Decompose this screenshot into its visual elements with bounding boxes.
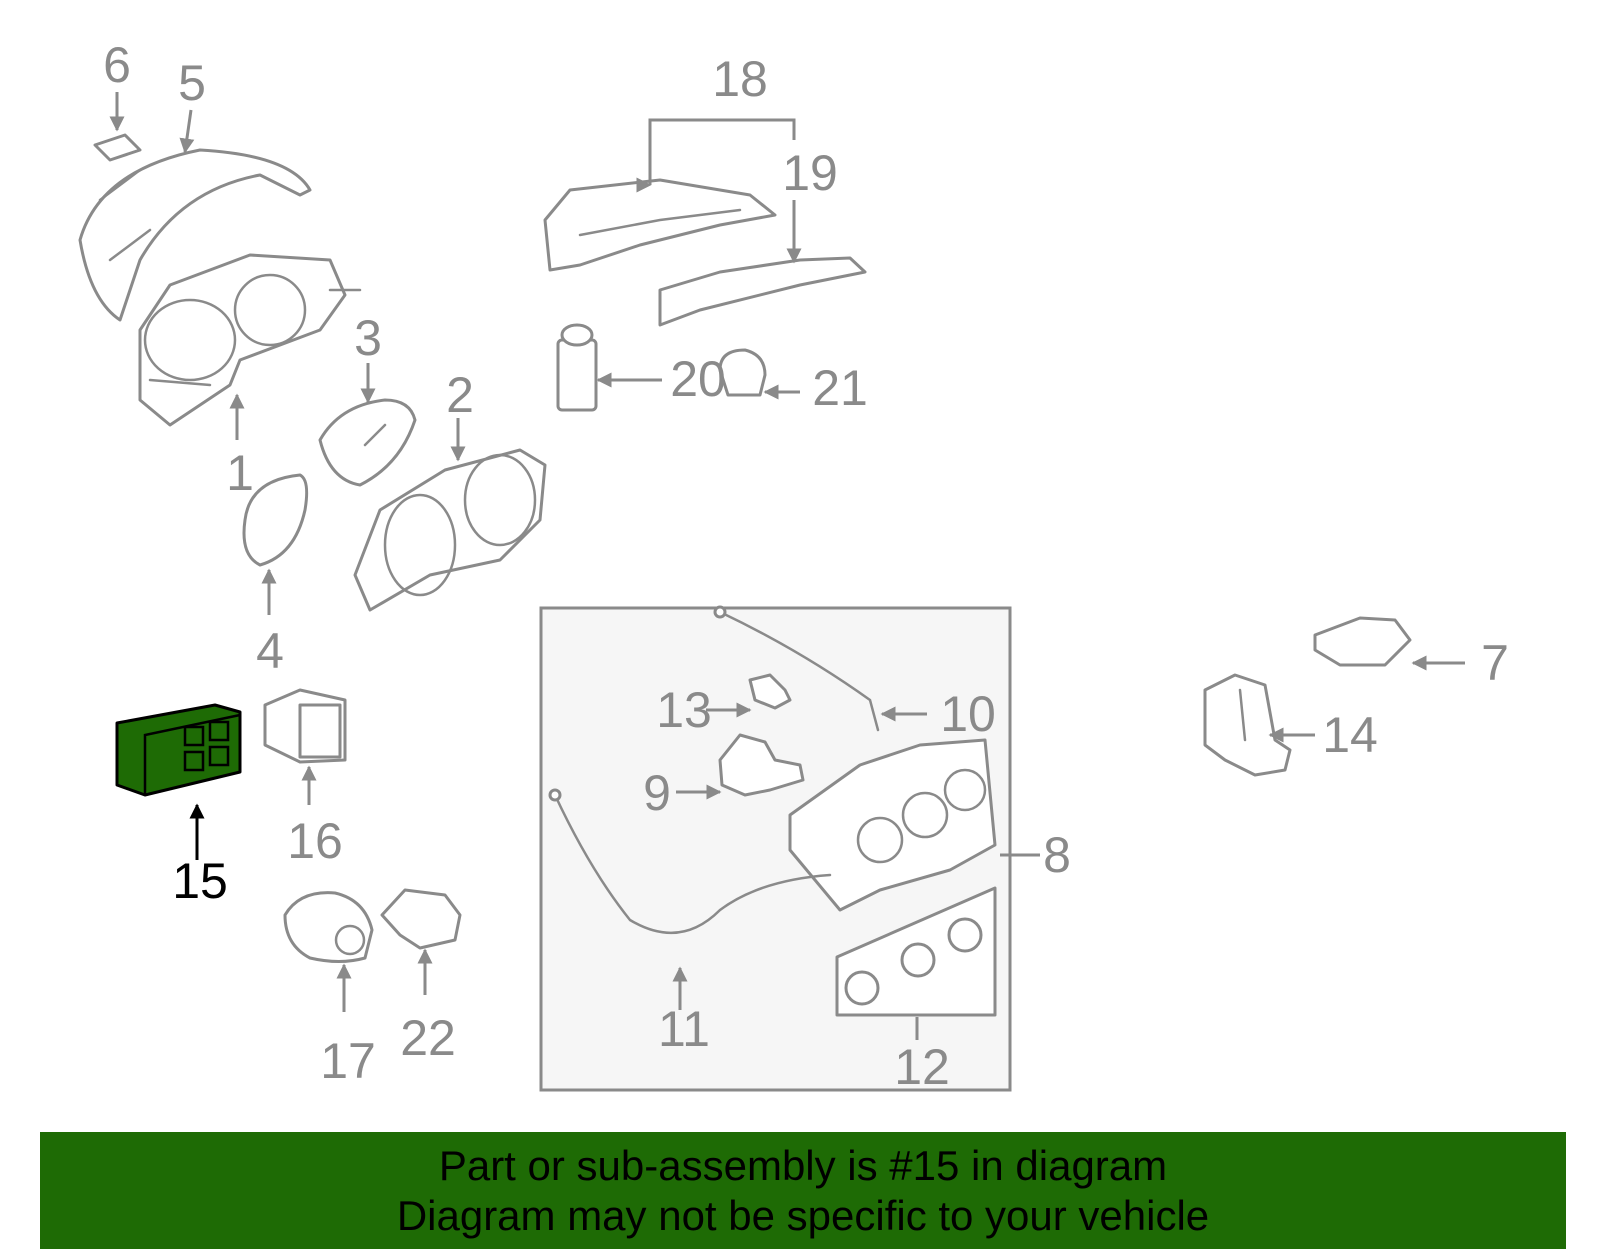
callout-4: 4 [256,623,284,679]
callout-7: 7 [1481,635,1509,691]
callout-19: 19 [782,145,838,201]
callout-17: 17 [320,1033,376,1089]
part-20-switch [556,323,598,412]
part-13-socket [748,673,792,710]
callout-1: 1 [226,445,254,501]
callout-2: 2 [446,367,474,423]
banner-line-2: Diagram may not be specific to your vehi… [396,1191,1210,1239]
callout-15: 15 [172,853,228,909]
banner-line-1: Part or sub-assembly is #15 in diagram [438,1141,1168,1189]
part-22-connector [380,888,462,950]
callout-8: 8 [1043,827,1071,883]
info-banner: Part or sub-assembly is #15 in diagram D… [40,1132,1566,1249]
part-9-switch [718,733,805,797]
callout-18: 18 [712,51,768,107]
callout-13: 13 [656,682,712,738]
part-21-cap [718,348,767,397]
part-19-trim-panel [658,256,867,327]
callout-16: 16 [287,813,343,869]
part-18-trim-assembly [543,178,777,272]
callout-9: 9 [643,765,671,821]
part-4-gauge-face [242,473,309,567]
part-12-knobs [835,886,997,1017]
leader-lines [109,92,1465,1040]
part-1-cluster-housing [138,253,362,427]
callout-10: 10 [940,686,996,742]
part-10-cable [713,605,880,732]
callout-5: 5 [178,55,206,111]
part-16-switch [263,688,347,764]
callout-11: 11 [658,1001,710,1057]
part-15-switch-panel-highlighted [115,703,242,797]
callout-3: 3 [354,310,382,366]
part-3-gauge-face [318,398,417,487]
callout-14: 14 [1322,707,1378,763]
callout-21: 21 [812,360,868,416]
part-17-switch [283,891,374,963]
callout-6: 6 [103,37,131,93]
part-8-control-head [788,738,997,912]
part-14-module [1203,673,1292,777]
callout-12: 12 [894,1039,950,1095]
part-11-cable [548,788,832,935]
part-7-bracket [1313,616,1412,667]
callout-22: 22 [400,1010,456,1066]
callouts: 6 5 18 19 3 20 21 2 1 4 7 13 10 14 9 16 … [103,37,1509,1095]
part-5-instrument-hood [78,148,312,322]
part-6-clip [93,133,142,162]
part-2-bezel [353,448,547,612]
callout-20: 20 [670,351,726,407]
